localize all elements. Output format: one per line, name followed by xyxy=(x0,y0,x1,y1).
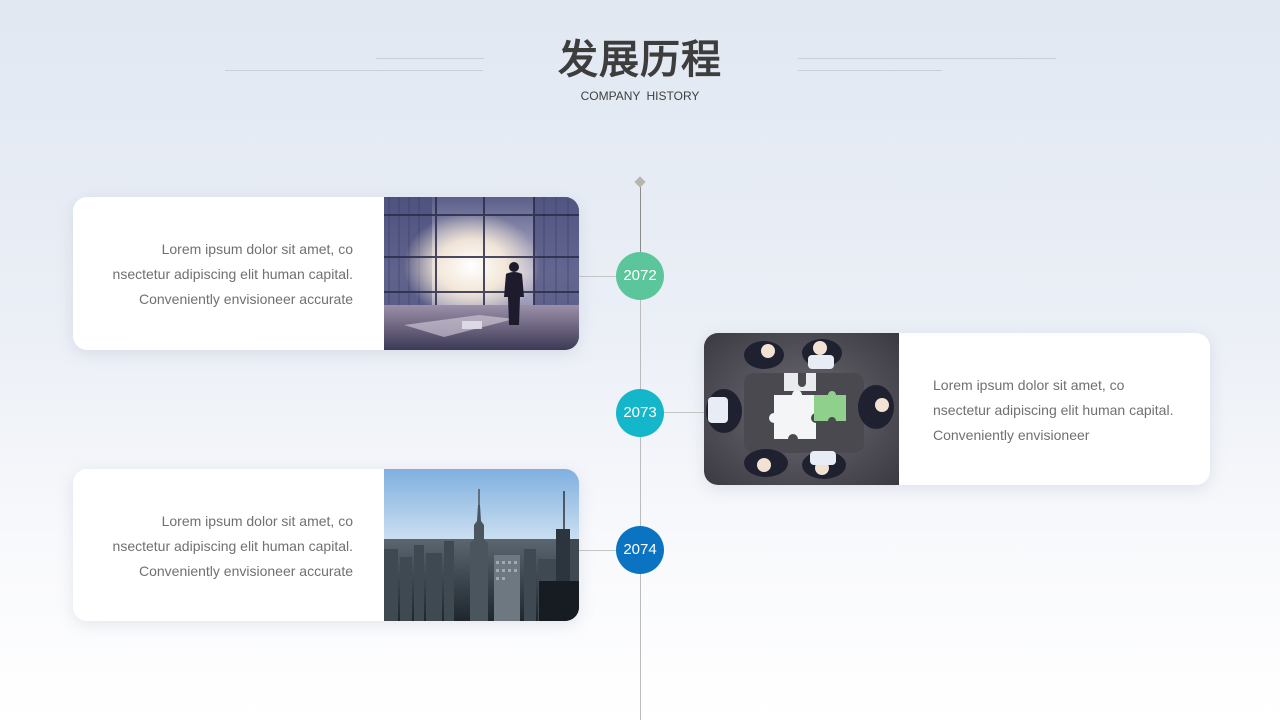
team-puzzle-photo xyxy=(704,333,899,485)
card-text-line: Lorem ipsum dolor sit amet, co xyxy=(933,377,1125,393)
year-badge-2073: 2073 xyxy=(616,389,664,437)
card-text-2073: Lorem ipsum dolor sit amet, co nsectetur… xyxy=(933,373,1193,448)
card-text-line: Conveniently envisioneer accurate xyxy=(138,291,353,307)
connector-2073 xyxy=(664,412,704,413)
city-skyline-photo xyxy=(384,469,579,621)
timeline-axis-top xyxy=(640,184,641,256)
timeline-card-2073: Lorem ipsum dolor sit amet, co nsectetur… xyxy=(704,333,1210,485)
card-text-line: nsectetur adipiscing elit human capital. xyxy=(112,266,353,282)
card-text-line: nsectetur adipiscing elit human capital. xyxy=(112,538,353,554)
connector-2074 xyxy=(579,550,616,551)
year-badge-2074: 2074 xyxy=(616,526,664,574)
header-decor-line-left-upper xyxy=(376,58,484,59)
page-subtitle: COMPANY HISTORY xyxy=(580,89,700,103)
timeline-card-2072: Lorem ipsum dolor sit amet, co nsectetur… xyxy=(73,197,579,350)
card-text-line: Lorem ipsum dolor sit amet, co xyxy=(161,241,353,257)
header-decor-line-right-lower xyxy=(798,70,942,71)
businessman-window-photo xyxy=(384,197,579,350)
card-text-line: Conveniently envisioneer xyxy=(933,427,1090,443)
card-text-2072: Lorem ipsum dolor sit amet, co nsectetur… xyxy=(93,237,353,312)
page-title: 发展历程 xyxy=(558,37,722,83)
header-decor-line-left-lower xyxy=(225,70,483,71)
timeline-card-2074: Lorem ipsum dolor sit amet, co nsectetur… xyxy=(73,469,579,621)
card-text-line: nsectetur adipiscing elit human capital. xyxy=(933,402,1174,418)
year-badge-2072: 2072 xyxy=(616,252,664,300)
header-decor-line-right-upper xyxy=(798,58,1056,59)
timeline-axis xyxy=(640,298,641,720)
timeline-start-diamond-icon xyxy=(634,176,646,188)
card-text-line: Lorem ipsum dolor sit amet, co xyxy=(161,513,353,529)
card-text-line: Conveniently envisioneer accurate xyxy=(138,563,353,579)
connector-2072 xyxy=(579,276,616,277)
card-text-2074: Lorem ipsum dolor sit amet, co nsectetur… xyxy=(93,509,353,584)
